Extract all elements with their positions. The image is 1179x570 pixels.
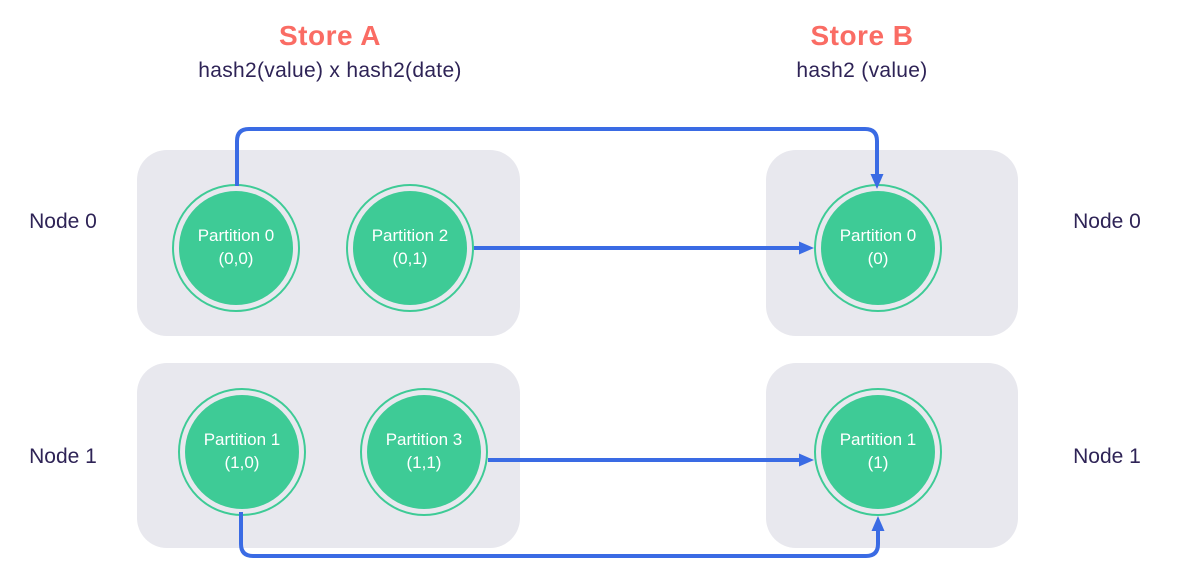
partition-circle-a-0: Partition 0 (0,0) [172,184,300,312]
store-a-hash-formula: hash2(value) x hash2(date) [198,59,462,82]
partition-coords: (0) [867,249,889,268]
partition-circle-b-1: Partition 1 (1) [814,388,942,516]
store-b-node-1-label: Node 1 [1073,445,1141,468]
partition-disc: Partition 0 (0) [821,191,935,305]
partition-circle-a-3: Partition 3 (1,1) [360,388,488,516]
store-b-title: Store B [810,20,914,51]
partition-name: Partition 1 [203,430,281,450]
partition-disc: Partition 1 (1) [821,395,935,509]
partition-circle-a-1: Partition 1 (1,0) [178,388,306,516]
store-a-title: Store A [278,20,382,51]
store-a-header: Store A hash2(value) x hash2(date) [150,20,510,83]
partition-coords: (1,0) [224,453,260,472]
partition-circle-a-2: Partition 2 (0,1) [346,184,474,312]
store-b-node-0-label: Node 0 [1073,210,1141,233]
store-b-hash-formula: hash2 (value) [796,59,928,82]
partition-name: Partition 1 [839,430,917,450]
partition-name: Partition 3 [385,430,463,450]
partition-name: Partition 0 [197,226,275,246]
store-a-node-0-label: Node 0 [29,210,97,233]
partition-coords: (1,1) [406,453,442,472]
partition-disc: Partition 2 (0,1) [353,191,467,305]
partition-circle-b-0: Partition 0 (0) [814,184,942,312]
partition-disc: Partition 1 (1,0) [185,395,299,509]
partition-disc: Partition 3 (1,1) [367,395,481,509]
partition-coords: (0,0) [218,249,254,268]
partition-coords: (0,1) [392,249,428,268]
partition-coords: (1) [867,453,889,472]
partition-disc: Partition 0 (0,0) [179,191,293,305]
partition-name: Partition 2 [371,226,449,246]
store-a-node-1-label: Node 1 [29,445,97,468]
partition-name: Partition 0 [839,226,917,246]
store-b-header: Store B hash2 (value) [712,20,1012,83]
